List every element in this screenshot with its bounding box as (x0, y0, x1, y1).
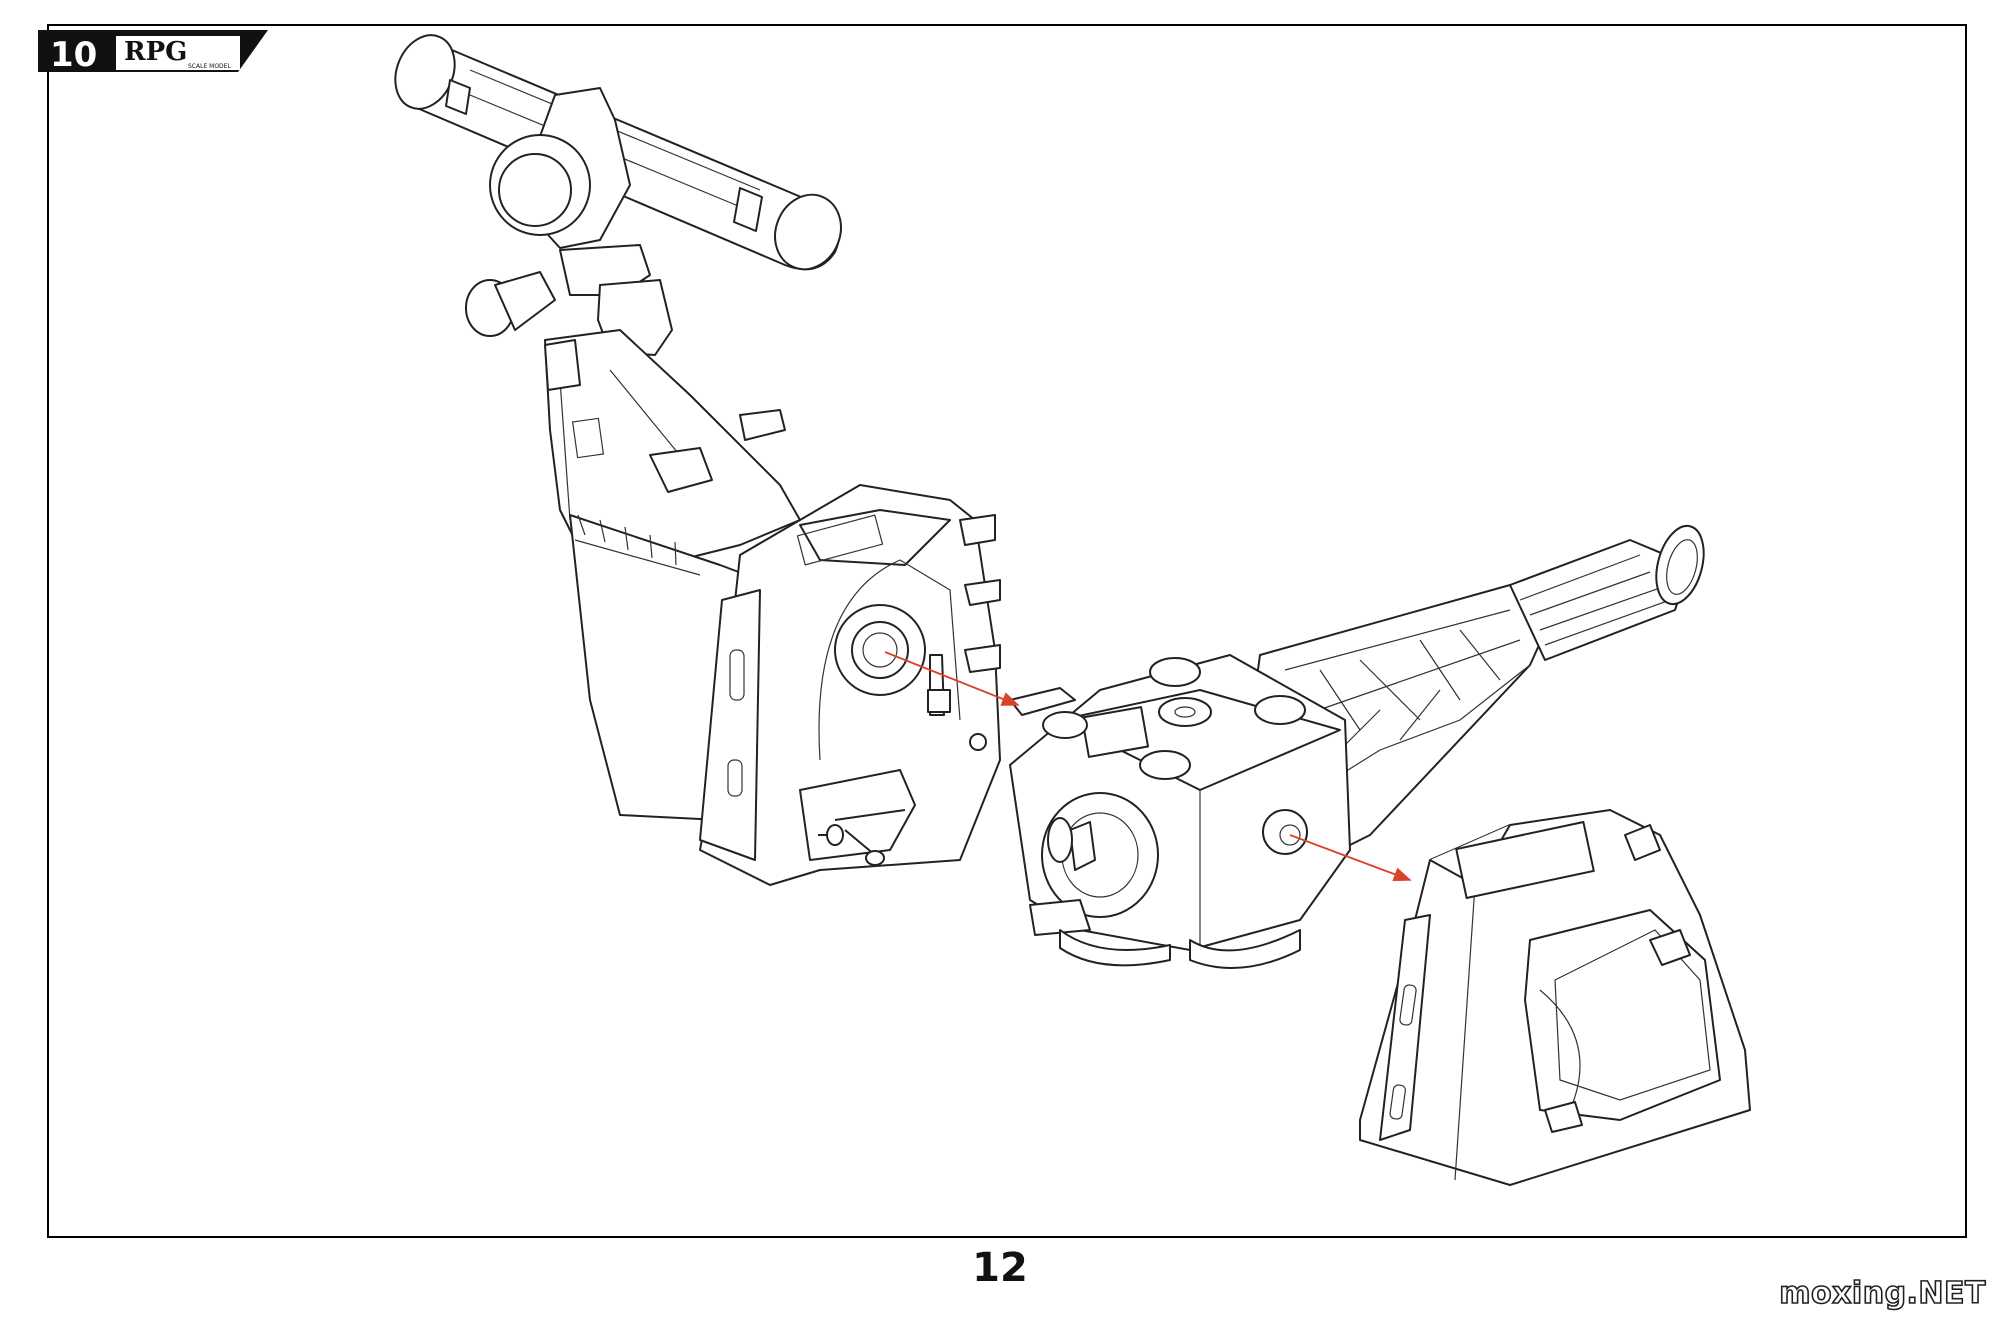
brand-subtitle: SCALE MODEL (188, 63, 231, 70)
brand-logo-text: RPG (124, 37, 187, 67)
side-armor-housing (1359, 809, 1751, 1186)
watermark: moxing.NET (1778, 1275, 1986, 1312)
rotary-cannon-unit (1009, 524, 1705, 969)
page-number: 12 (972, 1245, 1028, 1291)
step-number: 10 (50, 35, 97, 75)
step-badge: 10 RPG SCALE MODEL (38, 30, 268, 88)
missile-pod-turret-arm (394, 34, 1001, 886)
assembly-arrow-2 (1289, 834, 1412, 882)
assembly-arrow-1 (884, 651, 1020, 706)
